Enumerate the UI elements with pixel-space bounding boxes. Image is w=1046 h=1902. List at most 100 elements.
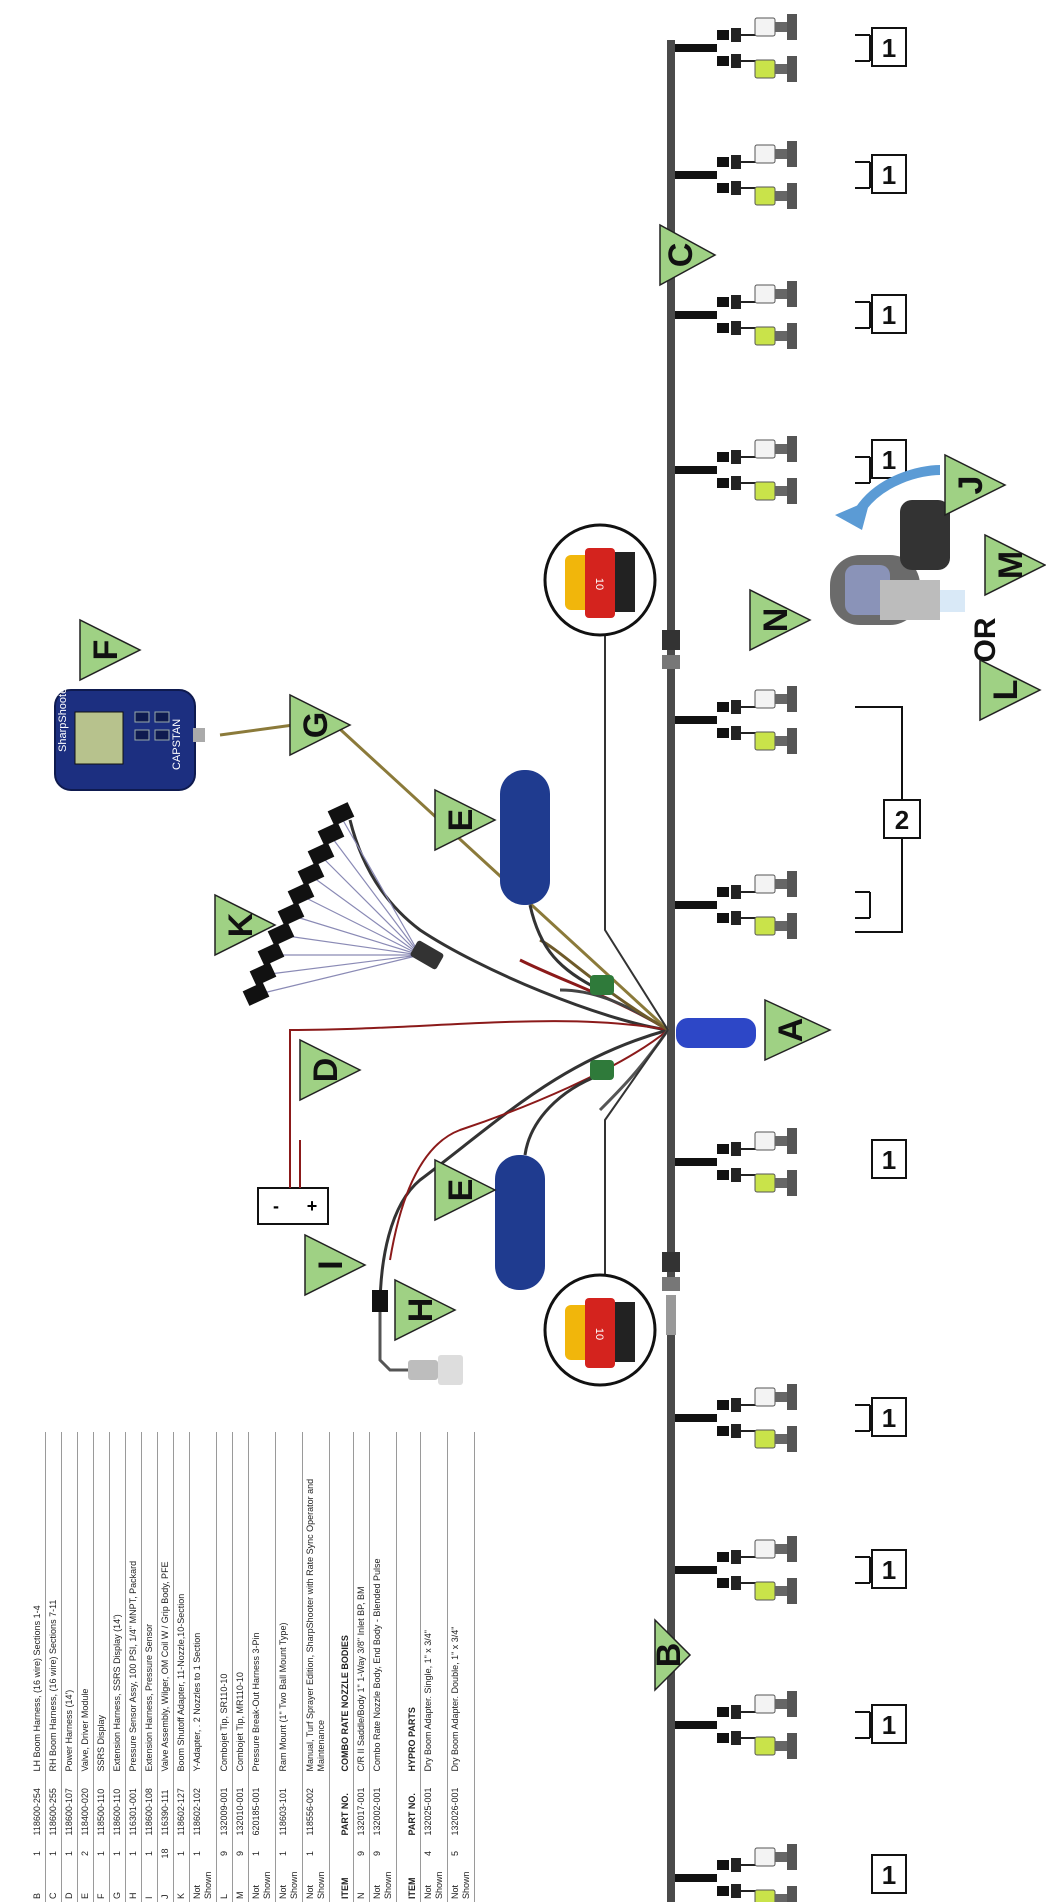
svg-text:B: B	[650, 1643, 688, 1668]
nozzle-pair	[674, 1127, 798, 1197]
svg-text:10: 10	[593, 1328, 605, 1340]
svg-text:SharpShooter: SharpShooter	[57, 684, 69, 752]
section-box: 1	[855, 891, 907, 1179]
svg-text:-: -	[273, 1196, 279, 1216]
nozzle-pair	[674, 140, 798, 210]
pressure-sensor	[372, 1290, 463, 1385]
section-box: 1	[855, 294, 907, 334]
table-cell-desc: Valve, Driver Module	[77, 1432, 94, 1775]
callout-B: B	[650, 1618, 692, 1692]
boom-shutoff-adapter	[242, 802, 444, 1006]
callout-L: L	[979, 658, 1042, 722]
nozzle-pair	[674, 280, 798, 350]
table-cell-desc: Valve Assembly, Wilger, OM Coil W / Grip…	[157, 1432, 174, 1775]
table-cell-qty: 18	[157, 1838, 174, 1869]
table-cell-part: PART NO.	[338, 1774, 354, 1839]
callout-E-top: E	[434, 788, 497, 852]
table-cell-qty: 4	[420, 1838, 448, 1869]
table-cell-part: 118603-101	[275, 1774, 303, 1839]
section-box: 1	[855, 154, 907, 194]
callout-D: D	[299, 1038, 362, 1102]
section-box: 1	[855, 1397, 907, 1437]
table-cell-desc: Combojet Tip, SR110-10	[216, 1432, 233, 1775]
callout-N: N	[749, 588, 812, 652]
callout-A: A	[764, 998, 832, 1062]
table-cell-part: 118556-002	[302, 1774, 330, 1839]
table-cell-qty: 1	[248, 1838, 276, 1869]
svg-text:L: L	[987, 680, 1025, 701]
svg-text:D: D	[307, 1058, 345, 1083]
table-cell-item: J	[157, 1868, 174, 1902]
table-cell-desc: COMBO RATE NOZZLE BODIES	[338, 1432, 354, 1775]
svg-text:CAPSTAN: CAPSTAN	[171, 719, 183, 770]
section-box: 1	[871, 1854, 907, 1894]
svg-text:1: 1	[882, 300, 896, 330]
table-cell-desc: HYPRO PARTS	[405, 1432, 421, 1775]
table-cell-item: Not Shown	[420, 1868, 448, 1902]
table-cell-part: 132002-001	[369, 1774, 397, 1839]
battery: - +	[257, 1140, 329, 1225]
table-cell-desc: Dry Boom Adapter. Double, 1" x 3/4"	[447, 1432, 475, 1775]
svg-text:G: G	[297, 712, 335, 738]
svg-text:K: K	[222, 912, 260, 937]
svg-text:1: 1	[882, 1145, 896, 1175]
svg-text:E: E	[442, 1179, 480, 1202]
svg-text:OR: OR	[969, 617, 1002, 662]
valve-assembly: OR	[830, 465, 1002, 663]
svg-text:+: +	[307, 1196, 318, 1216]
table-cell-desc: Boom Shutoff Adapter, 11-Nozzle,10-Secti…	[173, 1432, 190, 1775]
table-cell-desc: Extension Harness, SSRS Display (14')	[109, 1432, 126, 1775]
svg-text:E: E	[442, 809, 480, 832]
ssrs-display: SharpShooter CAPSTAN	[54, 684, 205, 791]
callout-J: J	[944, 453, 1007, 517]
table-cell-desc: Combo Rate Nozzle Body, End Body - Blend…	[369, 1432, 397, 1775]
table-cell-part: PART NO.	[405, 1774, 421, 1839]
table-cell-desc: Pressure Break-Out Harness 3-Pin	[248, 1432, 276, 1775]
table-cell-item: Not Shown	[369, 1868, 397, 1902]
table-cell-part: 132009-001	[216, 1774, 233, 1839]
svg-text:1: 1	[882, 445, 896, 475]
table-cell-part: 620185-001	[248, 1774, 276, 1839]
table-cell-part: 132010-001	[232, 1774, 249, 1839]
table-cell-desc: Power Harness (14')	[61, 1432, 78, 1775]
table-cell-part: 118600-254	[30, 1774, 46, 1839]
table-cell-part: 132025-001	[420, 1774, 448, 1839]
table-cell-part: 118602-102	[189, 1774, 217, 1839]
table-cell-part: 118600-108	[141, 1774, 158, 1839]
table-gap	[397, 1432, 406, 1902]
nozzle-pair	[674, 685, 798, 755]
section-box: 1	[855, 439, 907, 484]
fuse-inset-top: 10	[543, 523, 657, 637]
svg-text:J: J	[952, 476, 990, 495]
table-cell-item: N	[353, 1868, 370, 1902]
section-box: 1	[855, 1549, 907, 1589]
driver-module-bottom	[495, 1060, 614, 1290]
table-cell-part: 118600-110	[109, 1774, 126, 1839]
nozzle-pair	[674, 1690, 798, 1760]
table-cell-item: C	[45, 1868, 62, 1902]
table-cell-qty: 1	[93, 1838, 110, 1869]
nozzle-pair	[674, 13, 798, 83]
table-cell-desc: SSRS Display	[93, 1432, 110, 1775]
svg-text:I: I	[312, 1260, 350, 1269]
table-cell-item: M	[232, 1868, 249, 1902]
svg-text:M: M	[992, 551, 1030, 579]
table-cell-qty: 1	[109, 1838, 126, 1869]
table-gap	[330, 1432, 339, 1902]
table-cell-qty: 1	[45, 1838, 62, 1869]
table-cell-desc: Y-Adapter, . 2 Nozzles to 1 Section	[189, 1432, 217, 1775]
nozzle-pair	[674, 435, 798, 505]
